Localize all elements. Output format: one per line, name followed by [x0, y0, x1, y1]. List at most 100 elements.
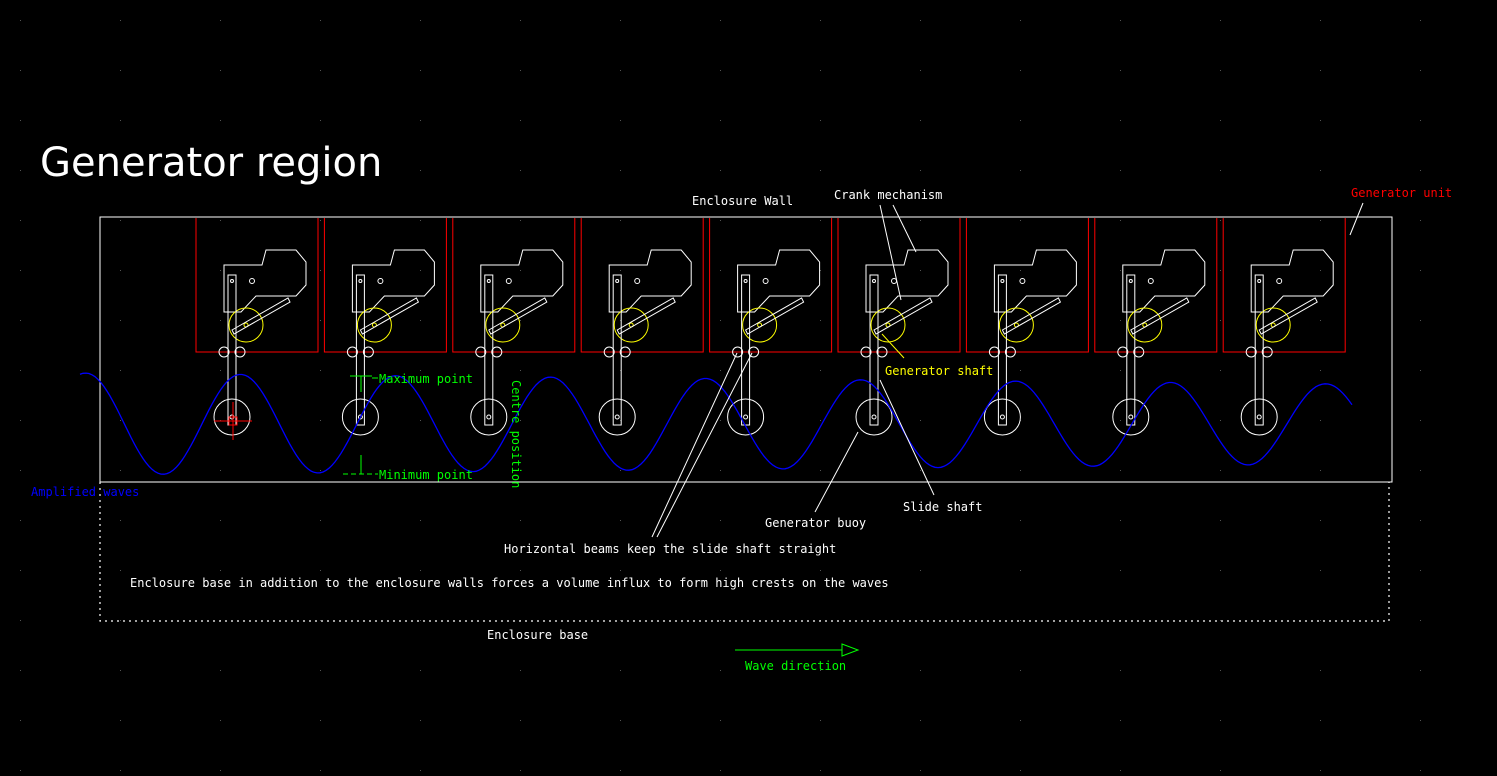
grid-dot: [420, 20, 421, 21]
grid-dot: [120, 770, 121, 771]
generator-unit-box: [837, 218, 961, 353]
generator-shaft-circle: [1255, 307, 1291, 343]
grid-dot: [320, 70, 321, 71]
crank-pin-hole: [634, 278, 641, 284]
grid-dot: [20, 720, 21, 721]
grid-dot: [820, 220, 821, 221]
grid-dot: [520, 770, 521, 771]
grid-dot: [520, 570, 521, 571]
slide-shaft: [227, 274, 237, 426]
grid-dot: [1020, 70, 1021, 71]
grid-dot: [720, 220, 721, 221]
label-horizontal-beams: Horizontal beams keep the slide shaft st…: [504, 542, 836, 556]
grid-dot: [220, 20, 221, 21]
generator-shaft-leader: [881, 333, 905, 359]
grid-dot: [620, 420, 621, 421]
grid-dot: [420, 320, 421, 321]
grid-dot: [1320, 770, 1321, 771]
grid-dot: [520, 720, 521, 721]
grid-dot: [1220, 420, 1221, 421]
grid-dot: [320, 320, 321, 321]
grid-dot: [220, 570, 221, 571]
grid-dot: [20, 420, 21, 421]
beam-roller-left: [475, 346, 487, 358]
grid-dot: [1420, 520, 1421, 521]
page-title: Generator region: [40, 140, 382, 186]
slide-shaft-top-pin: [486, 279, 491, 283]
grid-dot: [620, 720, 621, 721]
generator-unit-box: [709, 218, 833, 353]
grid-dot: [420, 570, 421, 571]
generator-unit: [965, 218, 1089, 436]
grid-dot: [220, 220, 221, 221]
grid-dot: [1120, 370, 1121, 371]
grid-dot: [320, 270, 321, 271]
grid-dot: [1220, 220, 1221, 221]
enclosure-wall: [99, 216, 1393, 483]
grid-dot: [920, 470, 921, 471]
generator-shaft-circle: [485, 307, 521, 343]
generator-unit-box: [1222, 218, 1346, 353]
grid-dot: [220, 270, 221, 271]
beam-roller-left: [860, 346, 872, 358]
grid-dot: [20, 670, 21, 671]
generator-shaft-circle: [742, 307, 778, 343]
generator-buoy: [598, 398, 636, 436]
label-slide-shaft: Slide shaft: [903, 500, 982, 514]
crank-pin-hole: [891, 278, 897, 284]
grid-dot: [1320, 120, 1321, 121]
grid-dot: [20, 320, 21, 321]
beam-roller-right: [1004, 346, 1016, 358]
generator-unit: [452, 218, 576, 436]
generator-unit: [1094, 218, 1218, 436]
grid-dot: [1220, 720, 1221, 721]
grid-dot: [1120, 420, 1121, 421]
grid-dot: [20, 770, 21, 771]
grid-dot: [420, 720, 421, 721]
label-enclosure-base: Enclosure base: [487, 628, 588, 642]
grid-dot: [620, 470, 621, 471]
grid-dot: [720, 720, 721, 721]
slide-shaft-top-pin: [872, 279, 876, 283]
grid-dot: [1420, 670, 1421, 671]
grid-dot: [620, 670, 621, 671]
grid-dot: [1420, 420, 1421, 421]
beam-roller-left: [346, 346, 358, 358]
grid-dot: [920, 770, 921, 771]
grid-dot: [1020, 620, 1021, 621]
grid-dot: [620, 620, 621, 621]
grid-dot: [20, 520, 21, 521]
leader-lines: [651, 202, 1364, 538]
grid-dot: [220, 170, 221, 171]
grid-dot: [520, 370, 521, 371]
grid-dot: [1320, 220, 1321, 221]
grid-dot: [220, 770, 221, 771]
grid-dot: [420, 220, 421, 221]
grid-dot: [720, 470, 721, 471]
grid-dot: [1320, 570, 1321, 571]
grid-dot: [720, 70, 721, 71]
beam-roller-left: [988, 346, 1000, 358]
grid-dot: [1020, 670, 1021, 671]
grid-dot: [1420, 220, 1421, 221]
grid-dot: [120, 120, 121, 121]
grid-dot: [620, 320, 621, 321]
grid-dot: [520, 20, 521, 21]
generator-shaft-circle: [998, 307, 1034, 343]
generator-shaft-circle: [870, 307, 906, 343]
grid-dot: [820, 270, 821, 271]
grid-dot: [220, 670, 221, 671]
grid-dot: [1220, 170, 1221, 171]
crank-pin-hole: [762, 278, 769, 284]
grid-dot: [20, 170, 21, 171]
beam-roller-right: [1133, 346, 1145, 358]
grid-dot: [820, 520, 821, 521]
beam-roller-right: [491, 346, 503, 358]
grid-dot: [920, 220, 921, 221]
grid-dot: [520, 470, 521, 471]
generator-unit-box: [1094, 218, 1218, 353]
slide-shaft: [484, 274, 494, 426]
generator-buoy-pin: [999, 414, 1005, 420]
grid-dot: [1420, 120, 1421, 121]
generator-buoy-pin: [1256, 414, 1262, 420]
